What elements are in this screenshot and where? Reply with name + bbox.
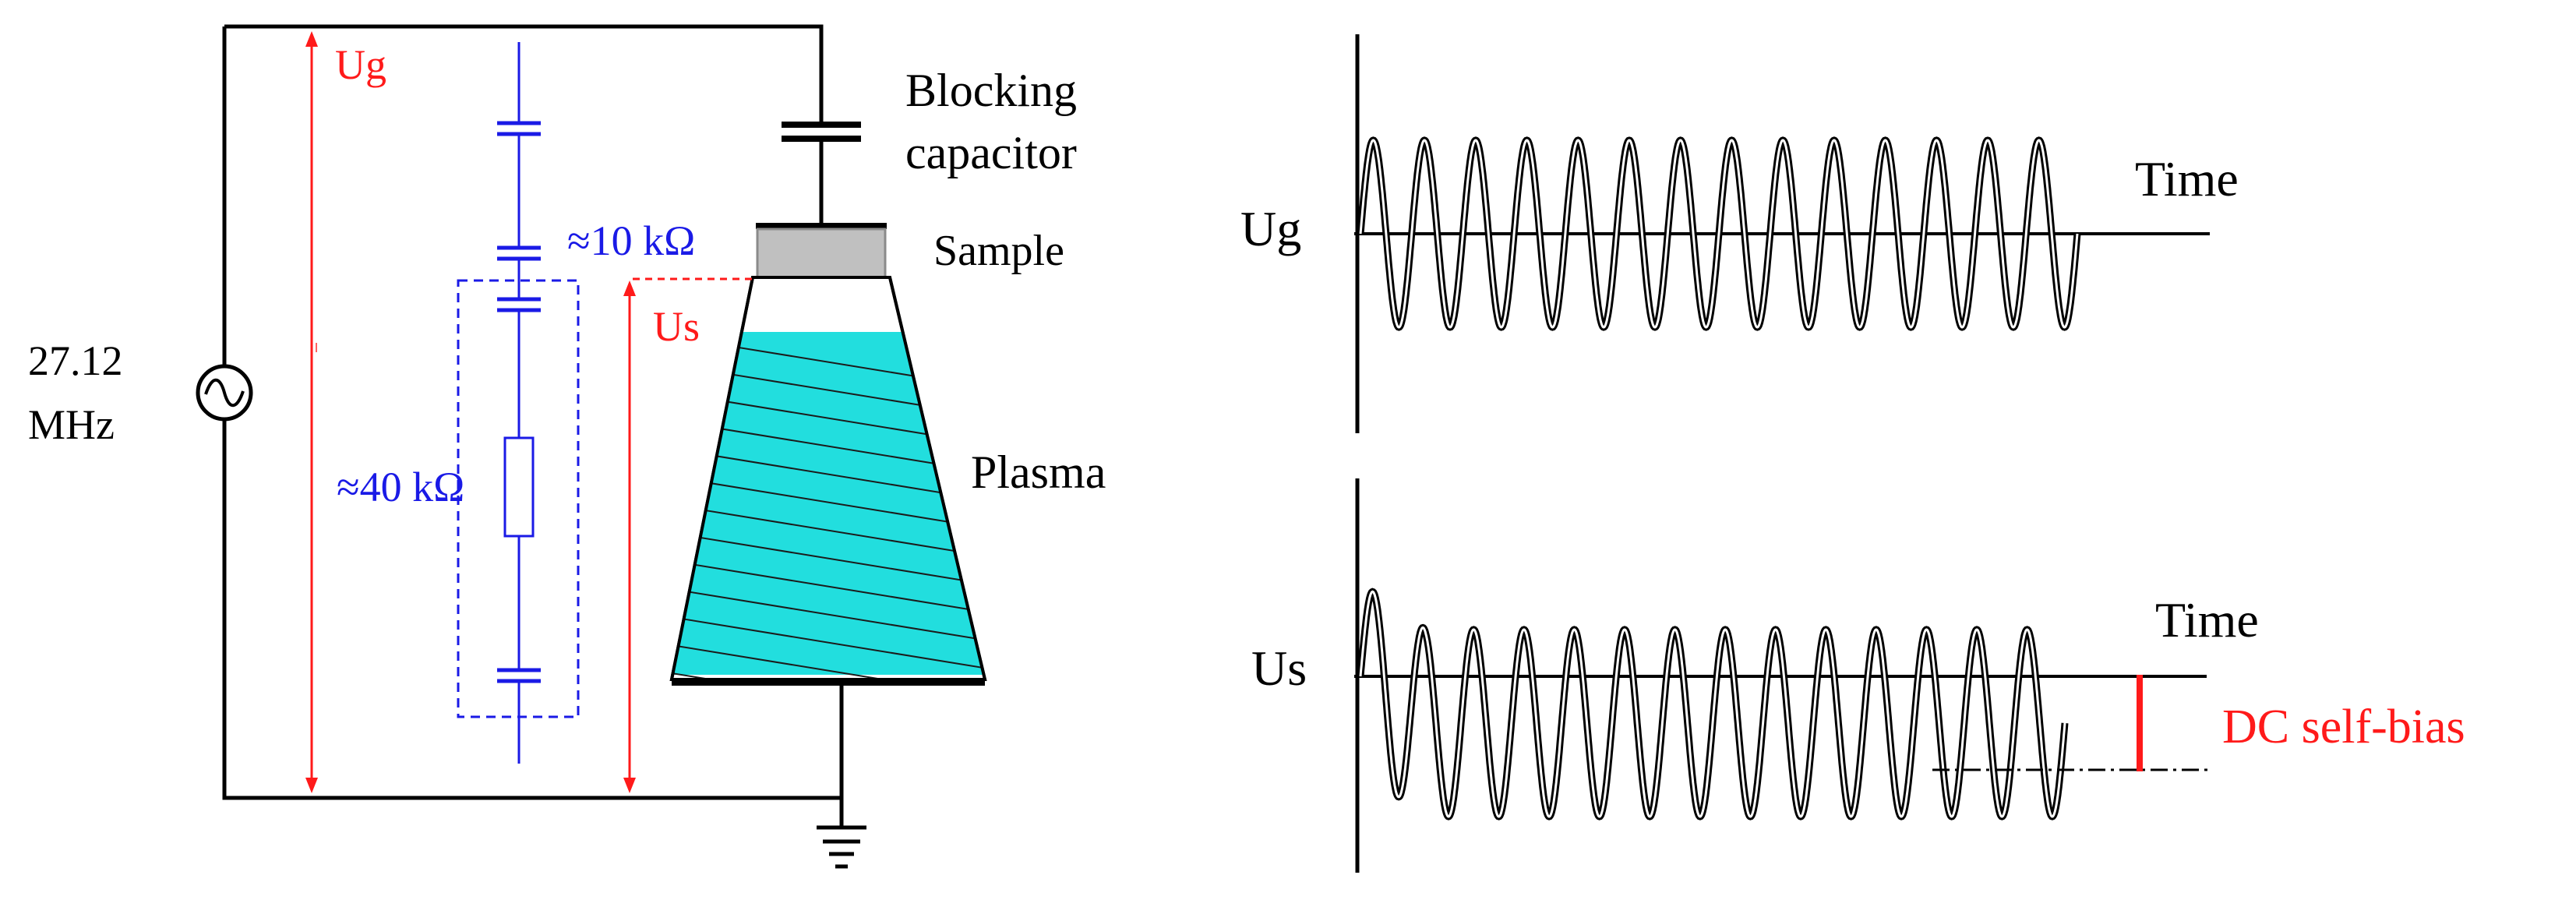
sample-label: Sample — [933, 227, 1064, 275]
waveform-us-panel — [1354, 478, 2210, 873]
ug-waveform-axis-label: Ug — [1240, 201, 1302, 256]
plasma-region — [669, 276, 987, 686]
ug-time-axis-label: Time — [2135, 151, 2239, 206]
plasma-stripe — [672, 531, 985, 587]
sample-electrode — [756, 223, 887, 279]
us-time-axis-label: Time — [2155, 592, 2259, 648]
equivalent-circuit — [457, 42, 580, 764]
plasma-stripe — [672, 475, 985, 531]
plasma-stripe — [672, 615, 985, 671]
blocking-capacitor-label-line2: capacitor — [905, 127, 1077, 178]
dc-self-bias-label: DC self-bias — [2222, 700, 2465, 753]
ground-symbol — [817, 683, 866, 869]
plasma-stripe — [672, 587, 985, 643]
ug-voltage-arrow — [305, 31, 318, 793]
us-voltage-arrow — [623, 277, 754, 793]
ug-sine-wave-highlight — [1359, 139, 2079, 329]
plasma-stripe — [672, 643, 985, 679]
ug-voltage-label: Ug — [335, 41, 386, 88]
plasma-stripe — [672, 559, 985, 615]
waveform-ug-panel — [1354, 34, 2210, 433]
left-wire-lower — [222, 421, 842, 800]
circuit — [196, 24, 987, 869]
bulk-resistance-label: ≈40 kΩ — [337, 464, 465, 510]
source-frequency-value: 27.12 — [28, 337, 123, 384]
ac-source-icon — [196, 364, 253, 422]
sheath-impedance-label: ≈10 kΩ — [567, 217, 696, 264]
us-voltage-label: Us — [653, 303, 700, 350]
plasma-equivalent-box — [457, 279, 580, 718]
top-wire — [224, 24, 824, 125]
blocking-capacitor-label-line1: Blocking — [905, 65, 1077, 116]
us-sine-wave-highlight — [1359, 590, 2066, 818]
source-frequency-unit: MHz — [28, 401, 115, 448]
plasma-label: Plasma — [971, 446, 1106, 498]
us-waveform-axis-label: Us — [1251, 640, 1307, 696]
plasma-stripe — [672, 503, 985, 559]
blocking-capacitor-symbol — [782, 122, 861, 226]
